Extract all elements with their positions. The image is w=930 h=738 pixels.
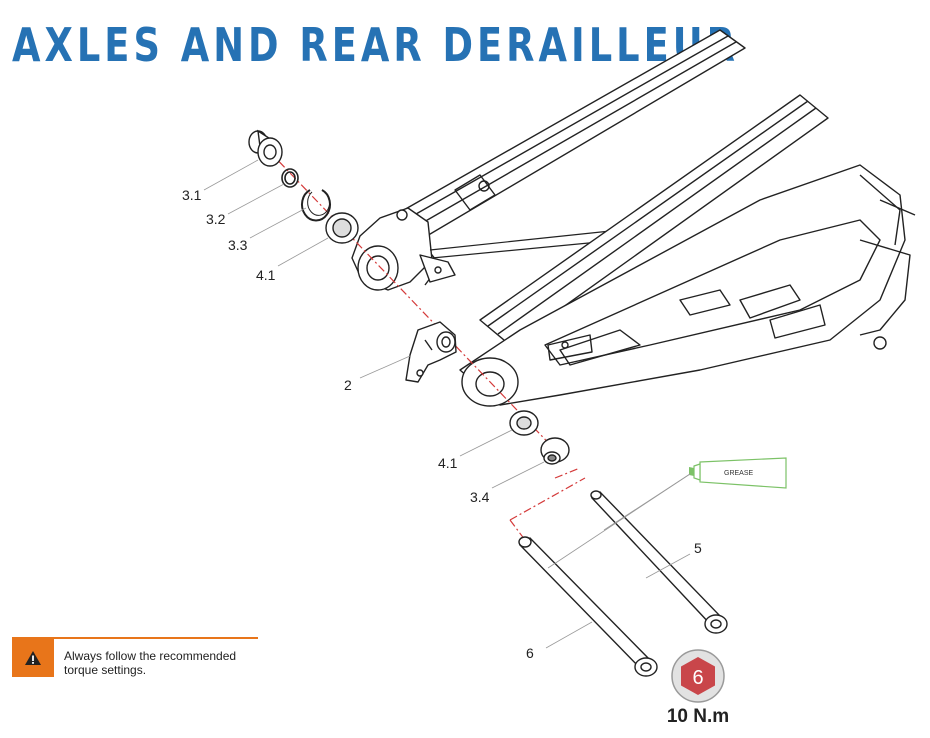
callout-4-1-top: 4.1 [256,267,276,283]
callout-5: 5 [694,540,702,556]
warning-triangle-icon [25,651,41,665]
part-2-derailleur-hanger [405,321,457,383]
torque-badge-value: 6 [692,667,703,689]
callout-4-1-bottom: 4.1 [438,455,458,471]
callout-3-1: 3.1 [182,187,202,203]
callout-6: 6 [526,645,534,661]
grease-tube-icon: GREASE [689,457,787,489]
torque-label: 10 N.m [666,706,730,727]
callout-3-2: 3.2 [206,211,226,227]
callout-3-3: 3.3 [228,237,248,253]
part-3-2-ring [281,168,299,188]
warning-notice: Always follow the recommended torque set… [12,637,258,679]
grease-leader-lines [547,473,691,569]
callout-2: 2 [344,377,352,393]
grease-label: GREASE [724,470,754,477]
part-4-1-top-washer [325,212,359,244]
part-5-axle [590,490,728,634]
part-4-1-bottom-washer [509,410,539,436]
part-3-4-insert [540,437,570,465]
part-3-3-circlip [301,189,331,222]
page-title: AXLES AND REAR DERAILLEUR [12,18,739,72]
callout-3-4: 3.4 [470,489,490,505]
part-6-axle [518,536,658,677]
frame-seat-tube [479,94,829,346]
part-3-1-insert [248,129,283,167]
assembly-axis [267,149,586,541]
warning-text: Always follow the recommended torque set… [64,649,237,677]
hex-bolt-icon [681,657,715,695]
leader-lines [203,159,691,649]
warning-icon-box [12,639,54,677]
torque-badge: 6 [671,649,725,703]
